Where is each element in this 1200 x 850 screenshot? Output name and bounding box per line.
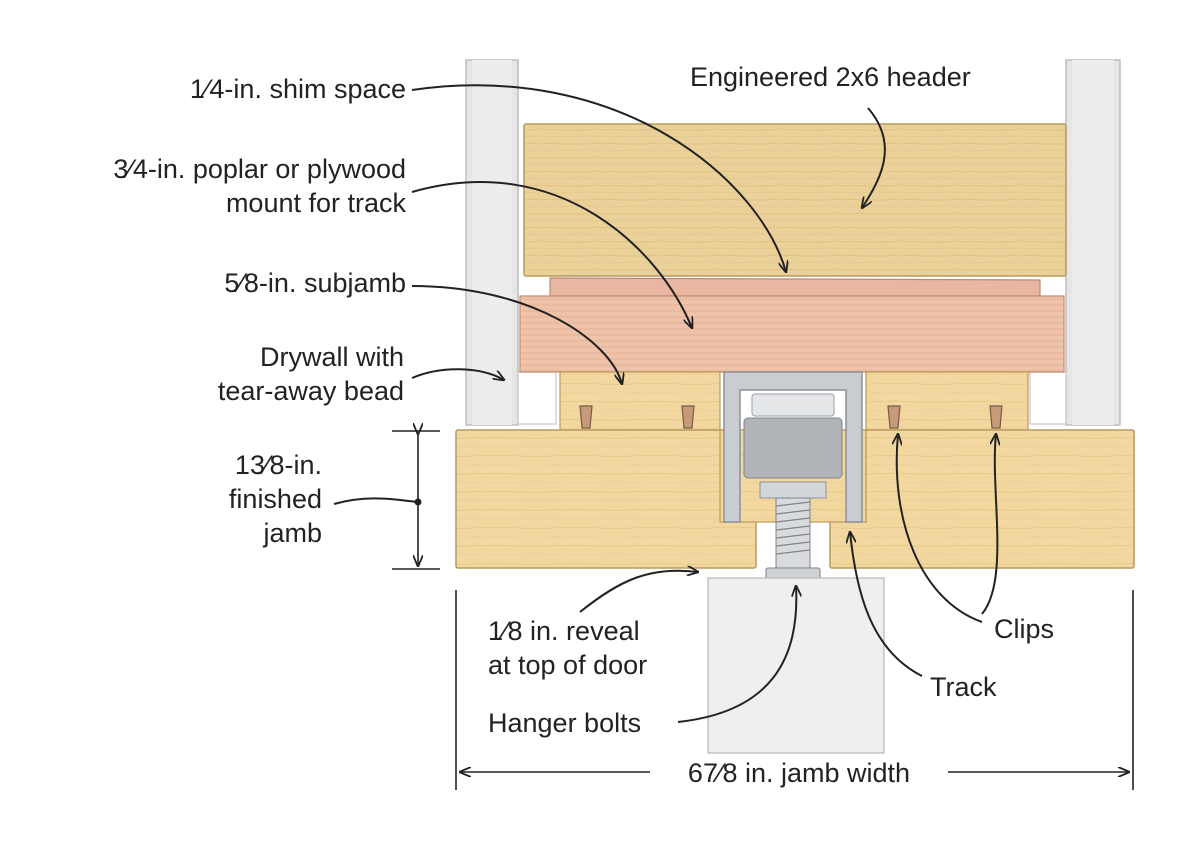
label-reveal-line2: at top of door xyxy=(488,650,647,680)
jamb-height-dimension xyxy=(392,431,440,570)
leader-mount xyxy=(411,181,692,328)
leader-reveal xyxy=(579,571,698,613)
drywall-left xyxy=(465,59,519,426)
leader-track xyxy=(850,532,923,677)
label-jamb-line3: jamb xyxy=(262,518,322,548)
label-hanger: Hanger bolts xyxy=(488,708,641,738)
leader-clips-b xyxy=(981,434,997,615)
label-shim: 1⁄4-in. shim space xyxy=(190,74,406,104)
label-jamb-line1: 13⁄8-in. xyxy=(235,450,322,480)
leader-drywall xyxy=(411,368,504,380)
leader-jamb xyxy=(333,497,419,505)
label-track: Track xyxy=(930,672,997,702)
label-drywall-line1: Drywall with xyxy=(260,342,404,372)
leader-shim xyxy=(411,84,786,272)
clip-icon xyxy=(887,405,901,429)
leader-clips-a xyxy=(897,434,983,623)
label-width: 67⁄8 in. jamb width xyxy=(688,758,910,788)
clip-icon xyxy=(681,405,695,429)
leader-hanger xyxy=(677,586,796,723)
track-icon xyxy=(723,371,863,523)
jamb-width-dimension xyxy=(455,590,1134,790)
clip-icon xyxy=(989,405,1003,429)
label-mount-line2: mount for track xyxy=(226,188,407,218)
engineered-header xyxy=(523,123,1067,277)
leader-header xyxy=(862,107,886,208)
tear-away-bead xyxy=(517,371,1067,425)
label-jamb-line2: finished xyxy=(229,484,322,514)
leader-subjamb xyxy=(411,285,622,384)
track-mount xyxy=(519,295,1065,373)
label-drywall-line2: tear-away bead xyxy=(218,376,404,406)
clips xyxy=(579,405,1003,429)
label-mount-line1: 3⁄4-in. poplar or plywood xyxy=(113,154,406,184)
label-subjamb: 5⁄8-in. subjamb xyxy=(224,268,406,298)
label-reveal-line1: 1⁄8 in. reveal xyxy=(488,616,640,646)
clip-icon xyxy=(579,405,593,429)
shim xyxy=(549,277,1041,297)
label-header: Engineered 2x6 header xyxy=(690,62,971,92)
drywall-right xyxy=(1065,59,1121,426)
label-clips: Clips xyxy=(994,614,1054,644)
